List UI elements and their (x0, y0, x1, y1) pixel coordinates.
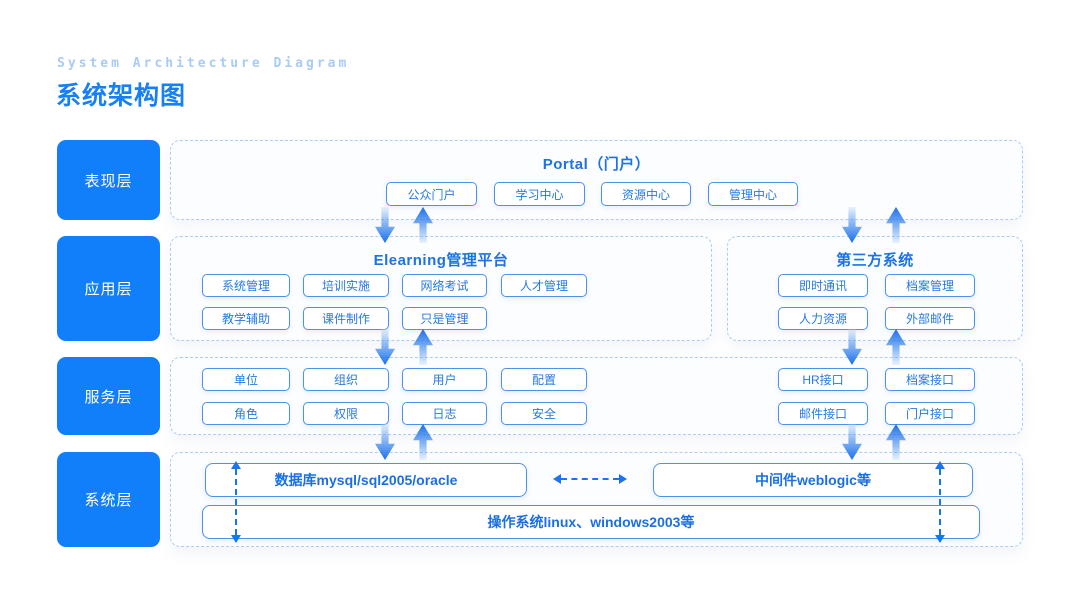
thirdparty-item: 档案管理 (885, 274, 975, 297)
page-subtitle: System Architecture Diagram (57, 56, 350, 71)
service-item: 配置 (501, 368, 587, 391)
layer-label-presentation: 表现层 (57, 140, 160, 220)
interface-item: 门户接口 (885, 402, 975, 425)
elearning-item: 教学辅助 (202, 307, 290, 330)
middleware-box: 中间件weblogic等 (653, 463, 973, 497)
interface-item: HR接口 (778, 368, 868, 391)
database-box: 数据库mysql/sql2005/oracle (205, 463, 527, 497)
interface-item: 档案接口 (885, 368, 975, 391)
service-item: 组织 (303, 368, 389, 391)
thirdparty-item: 人力资源 (778, 307, 868, 330)
service-item: 日志 (402, 402, 487, 425)
thirdparty-item: 即时通讯 (778, 274, 868, 297)
portal-item: 资源中心 (601, 182, 691, 206)
interface-item: 邮件接口 (778, 402, 868, 425)
page-title: 系统架构图 (56, 82, 187, 110)
elearning-item: 课件制作 (303, 307, 389, 330)
elearning-item: 网络考试 (402, 274, 487, 297)
elearning-item: 人才管理 (501, 274, 587, 297)
elearning-title: Elearning管理平台 (373, 252, 509, 269)
layer-label-application: 应用层 (57, 236, 160, 341)
thirdparty-title: 第三方系统 (836, 252, 914, 269)
service-item: 单位 (202, 368, 290, 391)
db-os-link-arrow-icon (230, 461, 242, 543)
mw-os-link-arrow-icon (934, 461, 946, 543)
service-item: 安全 (501, 402, 587, 425)
presentation-container (170, 140, 1023, 220)
layer-label-system: 系统层 (57, 452, 160, 547)
layer-label-service: 服务层 (57, 357, 160, 435)
service-item: 角色 (202, 402, 290, 425)
service-item: 权限 (303, 402, 389, 425)
portal-item: 公众门户 (386, 182, 477, 206)
service-item: 用户 (402, 368, 487, 391)
db-mw-link-arrow-icon (553, 473, 627, 485)
portal-item: 管理中心 (708, 182, 798, 206)
elearning-item: 只是管理 (402, 307, 487, 330)
elearning-item: 培训实施 (303, 274, 389, 297)
thirdparty-item: 外部邮件 (885, 307, 975, 330)
portal-title: Portal（门户） (542, 156, 651, 173)
portal-item: 学习中心 (494, 182, 585, 206)
elearning-item: 系统管理 (202, 274, 290, 297)
os-box: 操作系统linux、windows2003等 (202, 505, 980, 539)
